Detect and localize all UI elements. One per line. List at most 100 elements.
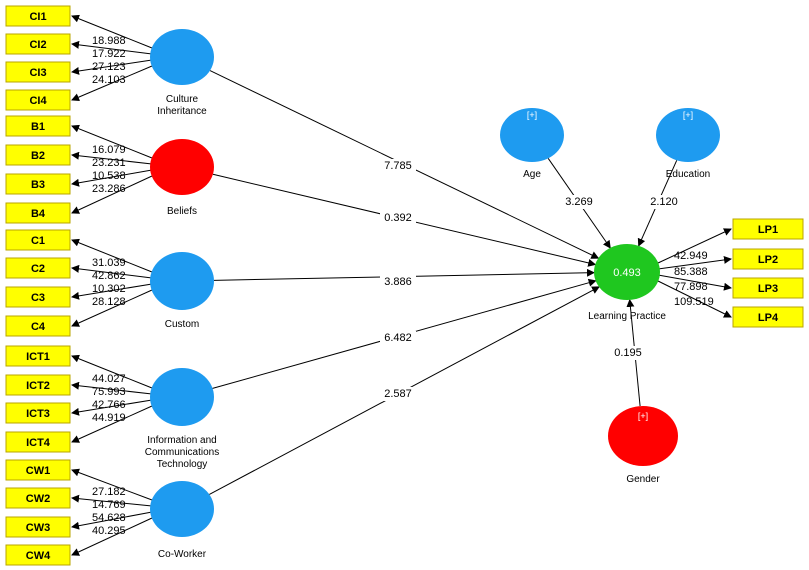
indicator-box-c1 bbox=[5, 229, 71, 251]
path-value-custom: 3.886 bbox=[384, 276, 412, 288]
indicator-label-ict2: ICT2 bbox=[26, 380, 50, 392]
loading-value-ict2: 75.993 bbox=[92, 386, 126, 398]
loading-arrow-ict4 bbox=[71, 405, 153, 443]
indicator-label-ci3: CI3 bbox=[29, 67, 46, 79]
path-value-bg-custom bbox=[380, 275, 416, 289]
indicator-box-lp2 bbox=[732, 248, 804, 270]
loading-value-lp4: 109.519 bbox=[674, 296, 714, 308]
path-value-age: 3.269 bbox=[565, 196, 593, 208]
construct-ict bbox=[150, 368, 214, 426]
loading-value-b3: 10.538 bbox=[92, 170, 126, 182]
loading-value-ict3: 42.766 bbox=[92, 399, 126, 411]
loading-arrow-b3 bbox=[71, 169, 153, 187]
loading-arrow-cw1 bbox=[71, 468, 153, 501]
indicator-box-ci1 bbox=[5, 5, 71, 27]
indicator-box-ict1 bbox=[5, 345, 71, 367]
loading-arrow-c3 bbox=[71, 283, 153, 300]
loading-value-b1: 16.079 bbox=[92, 144, 126, 156]
indicator-box-cw1 bbox=[5, 459, 71, 481]
indicator-label-ci4: CI4 bbox=[29, 95, 47, 107]
path-value-bg-gender bbox=[610, 346, 646, 360]
construct-age bbox=[500, 108, 564, 162]
construct-label-ict-1: Communications bbox=[145, 447, 219, 458]
indicator-label-lp4: LP4 bbox=[758, 312, 779, 324]
construct-marker-age: [+] bbox=[527, 110, 537, 120]
indicator-label-cw1: CW1 bbox=[26, 465, 50, 477]
loading-arrow-ci1 bbox=[71, 14, 153, 49]
construct-label-gender-0: Gender bbox=[626, 474, 660, 485]
path-value-culture: 7.785 bbox=[384, 160, 412, 172]
indicator-label-c2: C2 bbox=[31, 263, 45, 275]
construct-marker-gender: [+] bbox=[638, 411, 648, 421]
loading-arrow-lp4 bbox=[657, 280, 732, 318]
indicator-box-c4 bbox=[5, 315, 71, 337]
indicator-box-b2 bbox=[5, 144, 71, 166]
construct-label-ict-0: Information and bbox=[147, 435, 217, 446]
loading-value-b4: 23.286 bbox=[92, 183, 126, 195]
indicator-box-ci2 bbox=[5, 33, 71, 55]
loading-value-ict4: 44.919 bbox=[92, 412, 126, 424]
indicator-box-cw2 bbox=[5, 487, 71, 509]
loading-arrow-c4 bbox=[71, 289, 153, 327]
path-value-bg-education bbox=[646, 195, 682, 209]
loading-arrow-b4 bbox=[71, 175, 153, 214]
path-value-ict: 6.482 bbox=[384, 332, 412, 344]
nodes-layer bbox=[5, 5, 804, 566]
indicator-label-b3: B3 bbox=[31, 179, 45, 191]
construct-label-age-0: Age bbox=[523, 169, 541, 180]
indicator-box-lp1 bbox=[732, 218, 804, 240]
loading-value-cw3: 54.628 bbox=[92, 512, 126, 524]
loading-value-c4: 28.128 bbox=[92, 296, 126, 308]
indicator-box-ci3 bbox=[5, 61, 71, 83]
indicator-label-c3: C3 bbox=[31, 292, 45, 304]
construct-education bbox=[656, 108, 720, 162]
indicator-box-c3 bbox=[5, 286, 71, 308]
loading-arrow-ci3 bbox=[71, 59, 153, 75]
loading-value-c2: 42.862 bbox=[92, 270, 126, 282]
indicator-label-cw3: CW3 bbox=[26, 522, 50, 534]
loading-arrow-ict2 bbox=[71, 381, 153, 395]
loading-value-cw1: 27.182 bbox=[92, 486, 126, 498]
loading-value-ict1: 44.027 bbox=[92, 373, 126, 385]
indicator-label-cw2: CW2 bbox=[26, 493, 50, 505]
path-value-education: 2.120 bbox=[650, 196, 678, 208]
loading-value-lp3: 77.898 bbox=[674, 281, 708, 293]
indicator-label-ci2: CI2 bbox=[29, 39, 46, 51]
indicator-box-cw4 bbox=[5, 544, 71, 566]
indicator-label-b2: B2 bbox=[31, 150, 45, 162]
indicator-label-ci1: CI1 bbox=[29, 11, 46, 23]
loading-arrow-lp3 bbox=[657, 274, 732, 291]
indicator-box-lp3 bbox=[732, 277, 804, 299]
path-value-bg-culture bbox=[380, 159, 416, 173]
loading-arrow-ict1 bbox=[71, 354, 153, 389]
indicator-label-b4: B4 bbox=[31, 208, 46, 220]
loading-value-ci1: 18.988 bbox=[92, 35, 126, 47]
loading-arrow-c1 bbox=[71, 238, 153, 273]
loading-arrow-ci2 bbox=[71, 40, 153, 55]
construct-marker-education: [+] bbox=[683, 110, 693, 120]
loading-value-c3: 10.302 bbox=[92, 283, 126, 295]
construct-culture bbox=[150, 29, 214, 85]
indicator-box-ict4 bbox=[5, 431, 71, 453]
loading-value-lp1: 42.949 bbox=[674, 250, 708, 262]
loading-arrow-cw2 bbox=[71, 494, 153, 507]
indicator-label-ict1: ICT1 bbox=[26, 351, 50, 363]
loading-value-lp2: 85.388 bbox=[674, 266, 708, 278]
construct-label-coworker-0: Co-Worker bbox=[158, 549, 207, 560]
construct-custom bbox=[150, 252, 214, 310]
loading-value-ci4: 24.103 bbox=[92, 74, 126, 86]
loading-value-cw4: 40.295 bbox=[92, 525, 126, 537]
indicator-box-cw3 bbox=[5, 516, 71, 538]
loading-arrow-c2 bbox=[71, 264, 153, 279]
path-value-beliefs: 0.392 bbox=[384, 212, 412, 224]
loading-arrow-b2 bbox=[71, 151, 153, 165]
loading-value-cw2: 14.769 bbox=[92, 499, 126, 511]
indicator-label-c1: C1 bbox=[31, 235, 45, 247]
indicator-label-c4: C4 bbox=[31, 321, 46, 333]
path-value-gender: 0.195 bbox=[614, 347, 642, 359]
construct-label-ict-2: Technology bbox=[157, 459, 208, 470]
construct-gender bbox=[608, 406, 678, 466]
loading-arrow-cw3 bbox=[71, 511, 153, 530]
